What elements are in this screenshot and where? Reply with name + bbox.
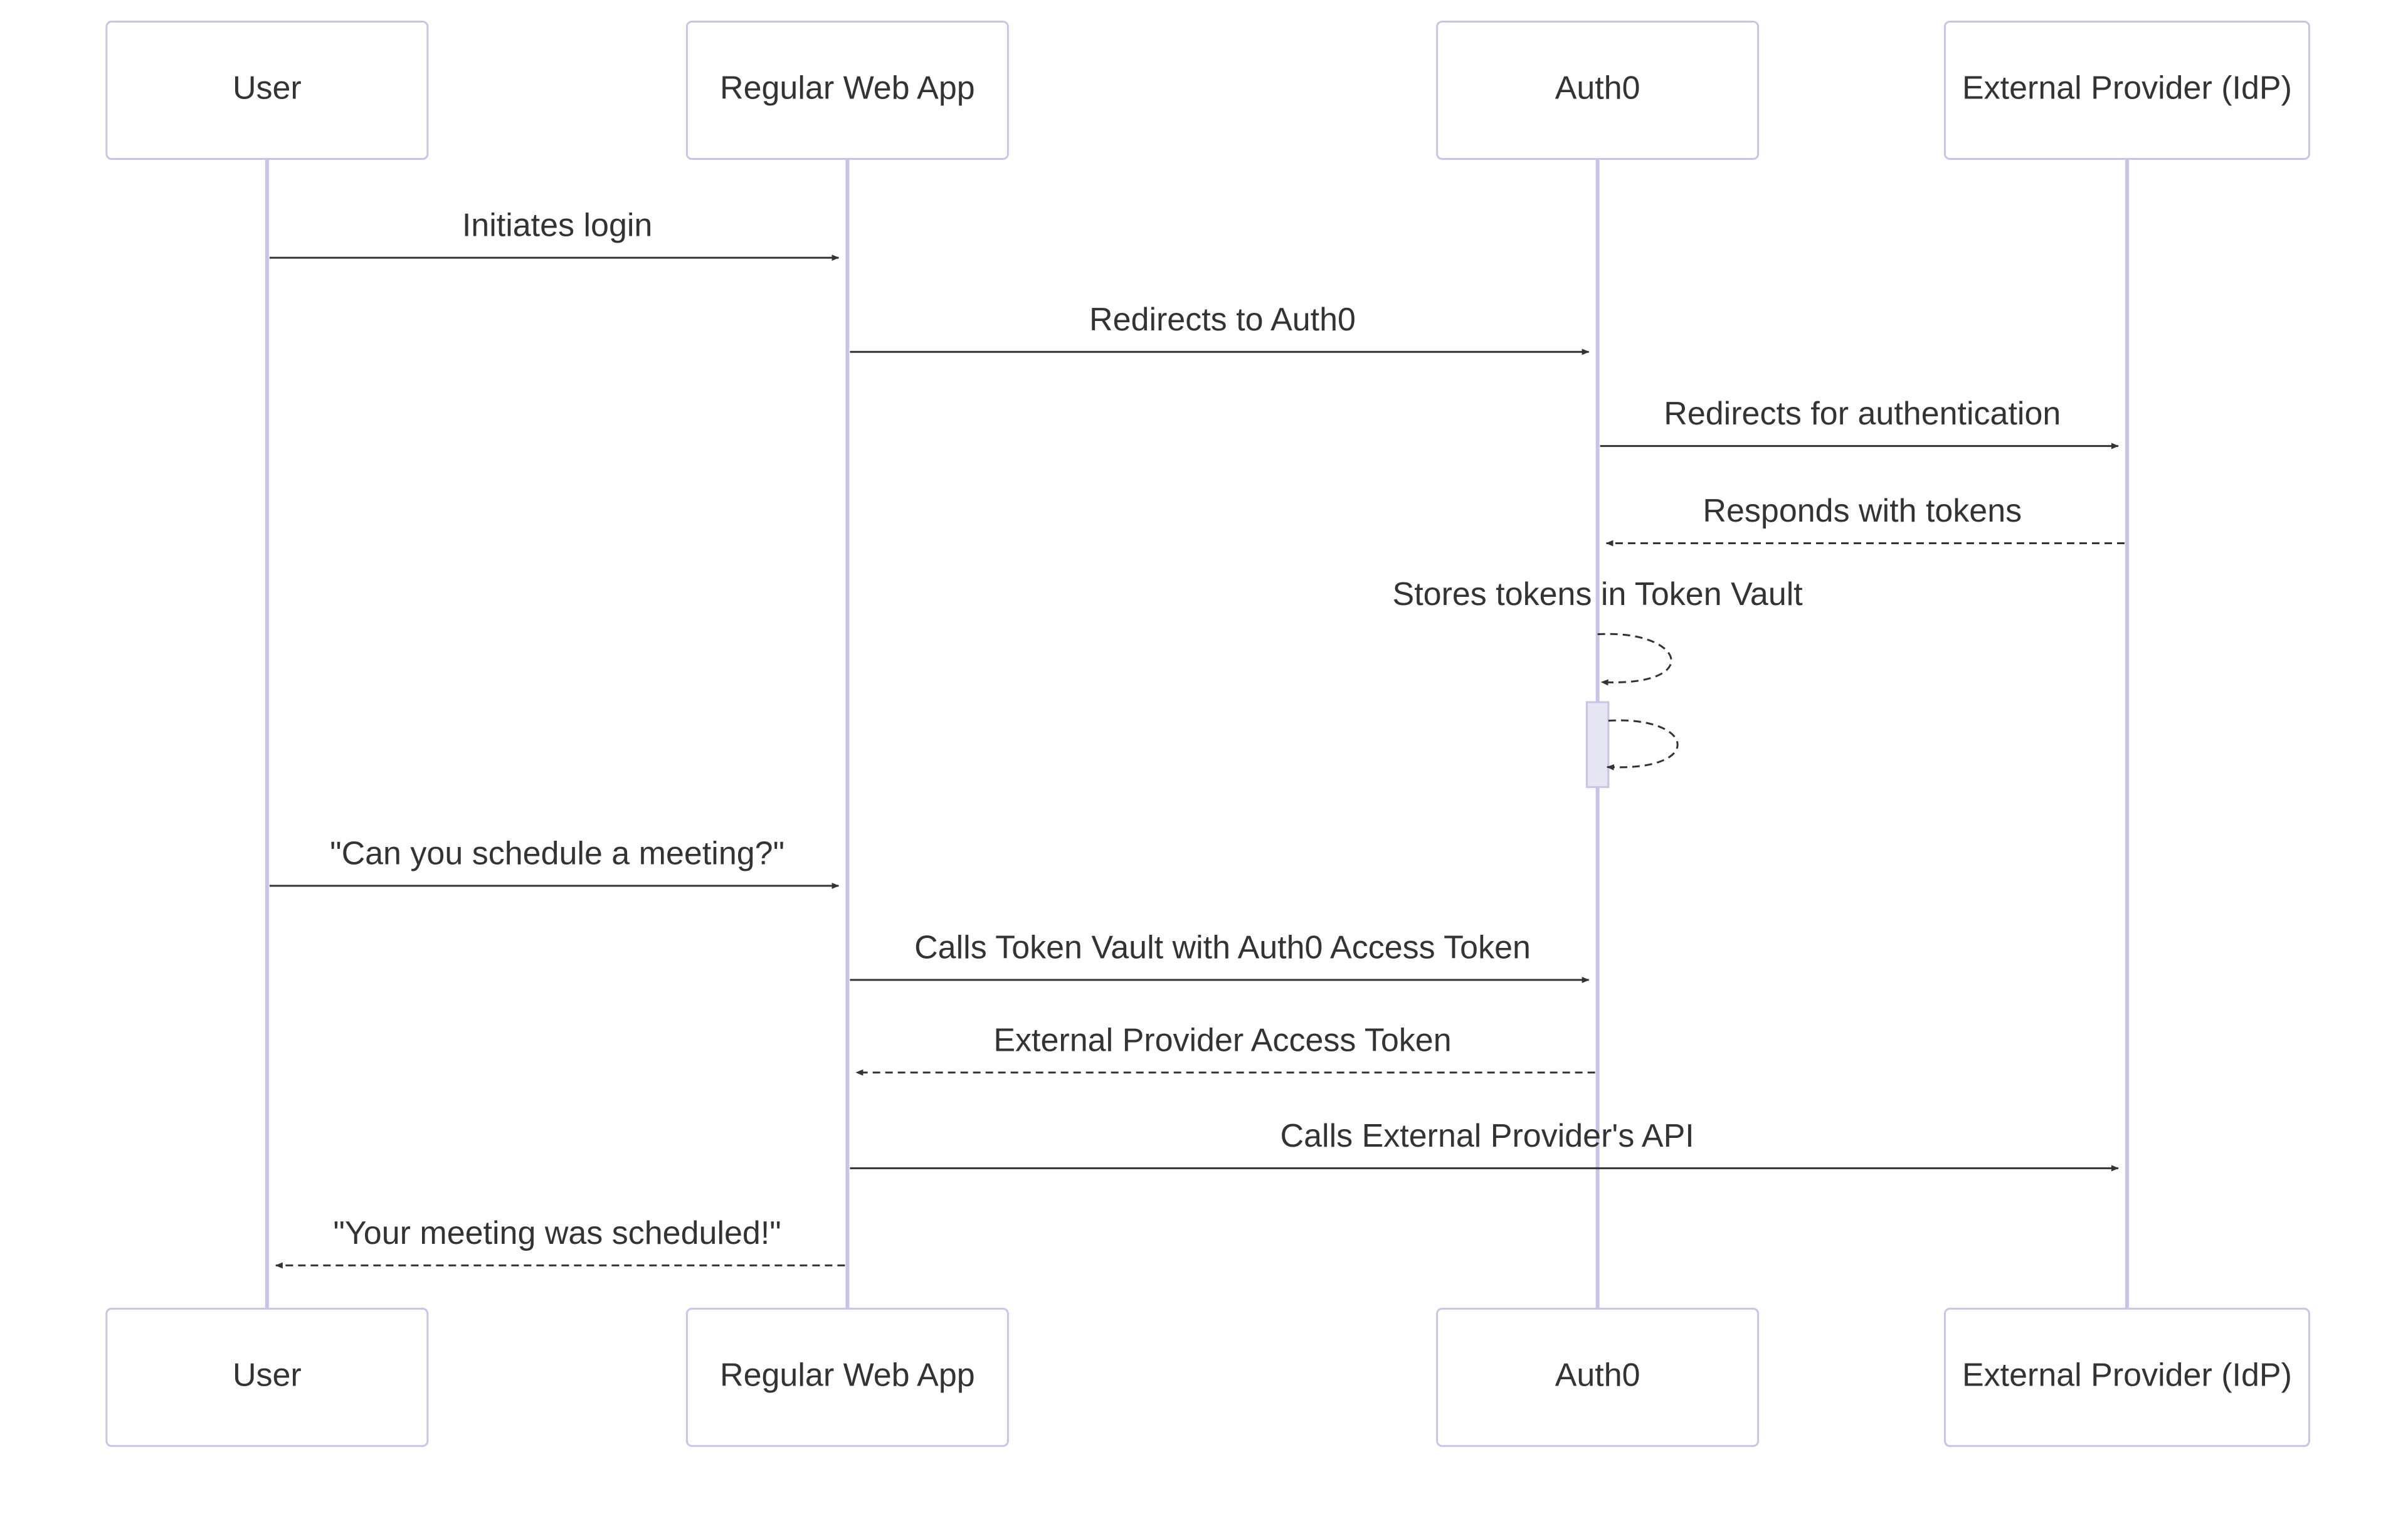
actor-label: User <box>233 70 302 107</box>
message-label: Initiates login <box>462 208 653 244</box>
message: Stores tokens in Token Vault <box>1393 576 1803 686</box>
activation-bar <box>1585 701 1610 788</box>
message: External Provider Access Token <box>855 1022 1595 1076</box>
actor-app-bottom: Regular Web App <box>685 1307 1009 1447</box>
message: "Can you schedule a meeting?" <box>269 835 840 889</box>
actor-idp-bottom: External Provider (IdP) <box>1943 1307 2310 1447</box>
message-label: Stores tokens in Token Vault <box>1393 576 1803 613</box>
actor-box <box>1943 1307 2310 1447</box>
actor-label: External Provider (IdP) <box>1962 1357 2292 1394</box>
message: Calls External Provider's API <box>850 1118 2119 1172</box>
message: Redirects for authentication <box>1600 396 2119 450</box>
message-label: Redirects to Auth0 <box>1089 302 1356 338</box>
message-label: Calls External Provider's API <box>1281 1118 1694 1154</box>
actor-label: Auth0 <box>1555 70 1640 107</box>
actor-idp-top: External Provider (IdP) <box>1943 20 2310 160</box>
actor-auth0-top: Auth0 <box>1436 20 1760 160</box>
message: Redirects to Auth0 <box>850 302 1590 355</box>
message-label: Redirects for authentication <box>1664 396 2061 432</box>
message-label: Responds with tokens <box>1703 493 2022 529</box>
message: "Your meeting was scheduled!" <box>275 1215 845 1269</box>
message-label: "Your meeting was scheduled!" <box>333 1215 781 1251</box>
actor-label: User <box>233 1357 302 1394</box>
actor-label: Auth0 <box>1555 1357 1640 1394</box>
message-label: External Provider Access Token <box>993 1022 1451 1058</box>
actor-user-top: User <box>105 20 429 160</box>
actor-box <box>105 20 429 160</box>
message: Calls Token Vault with Auth0 Access Toke… <box>850 930 1590 984</box>
actor-app-top: Regular Web App <box>685 20 1009 160</box>
actor-box <box>1943 20 2310 160</box>
actor-label: Regular Web App <box>720 70 975 107</box>
actor-box <box>685 1307 1009 1447</box>
actor-box <box>1436 1307 1760 1447</box>
actor-box <box>1436 20 1760 160</box>
message: Initiates login <box>269 208 840 261</box>
actor-box <box>685 20 1009 160</box>
self-message-arrow <box>1606 719 1679 771</box>
message: Responds with tokens <box>1605 493 2125 547</box>
message <box>1585 701 1679 788</box>
message-label: "Can you schedule a meeting?" <box>330 835 784 871</box>
actor-label: Regular Web App <box>720 1357 975 1394</box>
actor-label: External Provider (IdP) <box>1962 70 2292 107</box>
actor-user-bottom: User <box>105 1307 429 1447</box>
message-label: Calls Token Vault with Auth0 Access Toke… <box>914 930 1531 966</box>
self-message-arrow <box>1597 633 1672 686</box>
actor-auth0-bottom: Auth0 <box>1436 1307 1760 1447</box>
actor-box <box>105 1307 429 1447</box>
